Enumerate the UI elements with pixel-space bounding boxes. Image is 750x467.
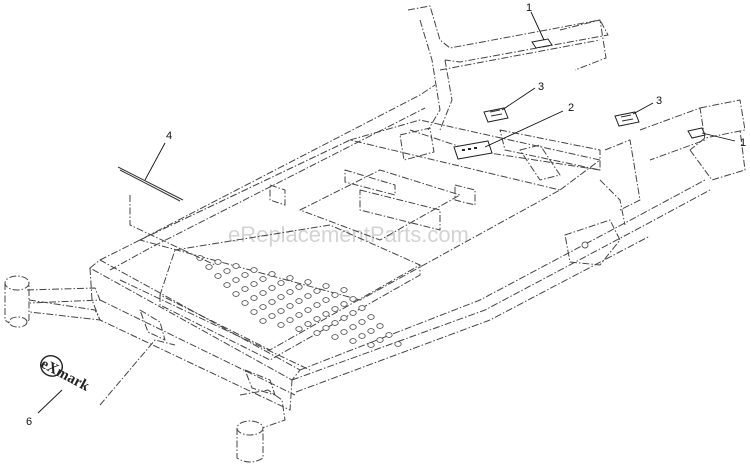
callout-1-left: 1 [526, 2, 532, 14]
footplate-hole [313, 288, 321, 294]
footplate-hole [358, 305, 366, 311]
footplate-hole [331, 320, 339, 326]
decal-1-right: 1 [687, 127, 746, 149]
footplate-hole [358, 319, 366, 325]
footplate-hole [376, 337, 384, 343]
footplate-hole [268, 285, 276, 291]
exmark-logo-text: eXmark [38, 356, 92, 395]
footplate-hole [358, 333, 366, 339]
footplate-hole [376, 323, 384, 329]
footplate-hole [241, 286, 249, 292]
footplate-hole [250, 267, 258, 273]
footplate-hole [295, 326, 303, 332]
footplate-hole [286, 303, 294, 309]
footplate-hole [250, 309, 258, 315]
callout-4: 4 [166, 130, 172, 142]
footplate-hole [322, 297, 330, 303]
footplate-hole [223, 268, 231, 274]
footplate-hole [214, 259, 222, 265]
footplate-hole [277, 322, 285, 328]
footplate-hole [205, 264, 213, 270]
callout-3-left: 3 [538, 81, 544, 93]
footplate-hole [331, 306, 339, 312]
footplate-hole [295, 298, 303, 304]
decal-2: 2 [453, 102, 574, 160]
footplate-hole [232, 263, 240, 269]
footplate-hole [295, 284, 303, 290]
footplate-hole [214, 273, 222, 279]
footplate-hole [394, 341, 402, 347]
footplate-hole [241, 300, 249, 306]
callout-6: 6 [26, 416, 32, 428]
footplate-hole [259, 276, 267, 282]
footplate-hole [286, 275, 294, 281]
footplate-hole [232, 277, 240, 283]
footplate-hole [304, 321, 312, 327]
decal-6-logo: eXmark 6 [26, 339, 176, 428]
footplate-hole [340, 287, 348, 293]
footplate-hole [259, 304, 267, 310]
footplate-hole [322, 311, 330, 317]
footplate-hole [295, 312, 303, 318]
footplate-hole [241, 272, 249, 278]
footplate-hole [223, 282, 231, 288]
footplate-hole [277, 308, 285, 314]
callout-1-right: 1 [740, 137, 746, 149]
footplate-hole [259, 290, 267, 296]
footplate-hole [304, 279, 312, 285]
footplate-hole [349, 310, 357, 316]
watermark-text: eReplacementParts.com [228, 222, 469, 247]
footplate-hole [277, 280, 285, 286]
footplate-hole [367, 314, 375, 320]
footplate-hole [268, 313, 276, 319]
footplate-hole [313, 302, 321, 308]
footplate-hole [313, 330, 321, 336]
footplate-hole [304, 307, 312, 313]
footplate-hole [268, 299, 276, 305]
footplate-hole [196, 255, 204, 261]
footplate-hole [340, 329, 348, 335]
footplate-hole [250, 295, 258, 301]
callout-2: 2 [568, 102, 574, 114]
footplate-hole [349, 338, 357, 344]
decal-3-left: 3 [483, 81, 544, 123]
footplate-hole [340, 301, 348, 307]
footplate-hole [367, 342, 375, 348]
footplate-hole [286, 317, 294, 323]
footplate-hole [322, 325, 330, 331]
footplate-hole [322, 283, 330, 289]
footplate-holes [196, 255, 402, 348]
footplate-hole [331, 292, 339, 298]
footplate-hole [349, 296, 357, 302]
decal-3-right: 3 [614, 95, 662, 127]
footplate-hole [385, 332, 393, 338]
footplate-hole [277, 294, 285, 300]
footplate-hole [331, 334, 339, 340]
footplate-hole [349, 324, 357, 330]
footplate-hole [304, 293, 312, 299]
footplate-hole [340, 315, 348, 321]
footplate-hole [250, 281, 258, 287]
callout-3-right: 3 [656, 95, 662, 107]
footplate-hole [232, 291, 240, 297]
footplate-hole [259, 318, 267, 324]
footplate-hole [268, 271, 276, 277]
decal-1-left: 1 [526, 2, 553, 49]
footplate-hole [367, 328, 375, 334]
footplate-hole [286, 289, 294, 295]
decal-4: 4 [117, 130, 216, 266]
footplate-hole [313, 316, 321, 322]
